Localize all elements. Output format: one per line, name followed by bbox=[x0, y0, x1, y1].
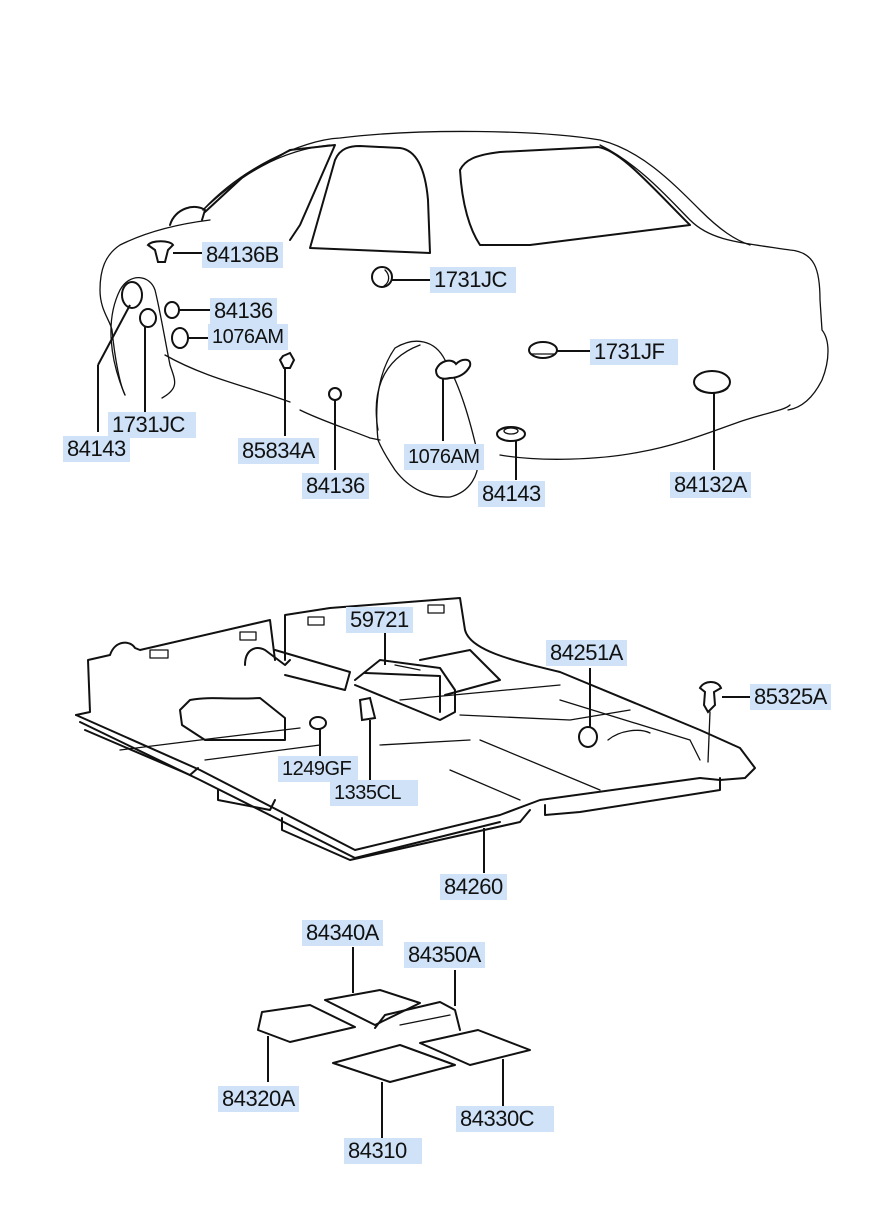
label-84136B[interactable]: 84136B bbox=[202, 242, 283, 268]
label-84330C[interactable]: 84330C bbox=[456, 1106, 554, 1132]
floor-carpet-84260 bbox=[75, 597, 756, 873]
label-84260[interactable]: 84260 bbox=[440, 874, 507, 900]
fastener-85325A-icon bbox=[698, 681, 723, 714]
mat-84340A-icon bbox=[324, 989, 421, 1026]
clip-1076AM-rear-icon bbox=[434, 358, 472, 380]
label-84132A[interactable]: 84132A bbox=[670, 472, 751, 498]
label-85325A[interactable]: 85325A bbox=[750, 684, 831, 710]
floor-mats bbox=[257, 947, 531, 1140]
bracket-1335CL-icon bbox=[358, 696, 377, 722]
bolt-1249GF-icon bbox=[309, 716, 327, 730]
clip-84136B-icon bbox=[146, 240, 175, 263]
label-1731JC-wheel[interactable]: 1731JC bbox=[108, 412, 196, 438]
label-84143-front[interactable]: 84143 bbox=[63, 436, 130, 462]
label-84310[interactable]: 84310 bbox=[344, 1138, 422, 1164]
plug-84132A-icon bbox=[693, 370, 731, 394]
label-85834A[interactable]: 85834A bbox=[238, 438, 319, 464]
clip-84136-sill-icon bbox=[328, 387, 342, 401]
label-84350A[interactable]: 84350A bbox=[404, 942, 485, 968]
mat-84320A-icon bbox=[257, 1004, 356, 1043]
label-1076AM-rear[interactable]: 1076AM bbox=[404, 444, 484, 470]
label-1335CL[interactable]: 1335CL bbox=[330, 780, 418, 806]
mat-84350A-icon bbox=[374, 1001, 461, 1031]
label-84136-front[interactable]: 84136 bbox=[210, 298, 277, 324]
label-59721[interactable]: 59721 bbox=[346, 607, 413, 633]
plug-1731JF-icon bbox=[528, 341, 558, 359]
clip-85834A-icon bbox=[278, 351, 296, 369]
label-84136-sill[interactable]: 84136 bbox=[302, 473, 369, 499]
mat-84330C-icon bbox=[419, 1029, 531, 1066]
label-1731JF[interactable]: 1731JF bbox=[590, 339, 678, 365]
plug-1731JC-wheel-icon bbox=[139, 308, 157, 328]
mat-84310-icon bbox=[332, 1044, 456, 1083]
body-plug-parts bbox=[97, 240, 731, 480]
label-1249GF[interactable]: 1249GF bbox=[278, 756, 358, 782]
label-84320A[interactable]: 84320A bbox=[218, 1086, 299, 1112]
label-1076AM-front[interactable]: 1076AM bbox=[208, 324, 288, 350]
plug-84251A-icon bbox=[578, 726, 598, 748]
grommet-84143-front-icon bbox=[121, 281, 143, 309]
car-body-outline bbox=[99, 130, 829, 498]
label-84340A[interactable]: 84340A bbox=[302, 920, 383, 946]
label-84251A[interactable]: 84251A bbox=[546, 640, 627, 666]
label-84143-rear[interactable]: 84143 bbox=[478, 481, 545, 507]
clip-84136-front-icon bbox=[164, 301, 180, 319]
label-1731JC-door[interactable]: 1731JC bbox=[430, 267, 516, 293]
clip-1076AM-front-icon bbox=[171, 327, 189, 349]
